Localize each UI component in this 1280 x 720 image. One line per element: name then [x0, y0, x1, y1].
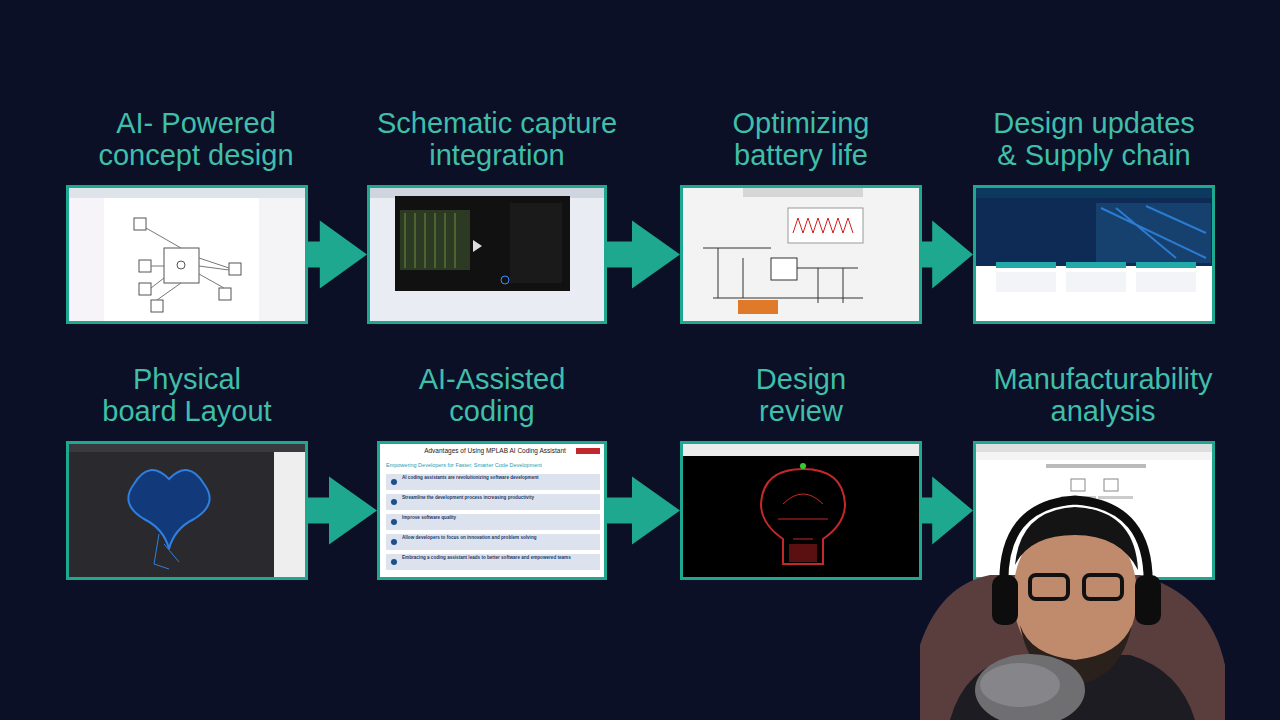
presenter-webcam: [880, 495, 1260, 720]
screenshot-step: Optimizing battery life: [680, 107, 922, 324]
screenshot-frame: [367, 185, 607, 324]
screenshot-frame: [680, 441, 922, 580]
glasses-left: [1030, 575, 1068, 599]
slide-text: Improve software quality: [402, 515, 598, 521]
microphone-foam: [980, 663, 1060, 707]
screenshot-step: Physical board Layout: [66, 363, 308, 580]
screenshot-art: [976, 188, 1212, 321]
step-heading: Physical board Layout: [92, 363, 282, 427]
slide-text: AI coding assistants are revolutionizing…: [402, 475, 598, 481]
microphone-foam: [975, 654, 1085, 720]
screenshot-frame: [973, 185, 1215, 324]
screenshot-step: AI- Powered concept design: [66, 107, 308, 324]
screenshot-step: AI-Assisted codingAdvantages of Using MP…: [377, 363, 607, 580]
screenshot-frame: [680, 185, 922, 324]
slide-text: Allow developers to focus on innovation …: [402, 535, 598, 541]
screenshot-step: Schematic capture integration: [367, 107, 607, 324]
step-heading: AI-Assisted coding: [397, 363, 587, 427]
screenshot-step: Design review: [680, 363, 922, 580]
step-heading: Design review: [726, 363, 876, 427]
screenshot-art: [69, 444, 305, 577]
slide-text: Empowering Developers for Faster, Smarte…: [386, 462, 600, 469]
flow-arrow: [308, 221, 367, 289]
headset-band: [1004, 500, 1148, 590]
screenshot-step: Design updates & Supply chain: [973, 107, 1215, 324]
slide-text: Embracing a coding assistant leads to be…: [402, 555, 598, 561]
flow-arrow: [607, 477, 680, 545]
step-heading: Optimizing battery life: [691, 107, 911, 171]
flow-arrow: [607, 221, 680, 289]
screenshot-frame: [66, 441, 308, 580]
slide-text: Advantages of Using MPLAB AI Coding Assi…: [420, 447, 570, 455]
screenshot-art: [683, 444, 919, 577]
step-heading: AI- Powered concept design: [66, 107, 326, 171]
glasses-right: [1084, 575, 1122, 599]
flow-arrow: [922, 477, 973, 545]
flow-arrow: [922, 221, 973, 289]
step-heading: Manufacturability analysis: [973, 363, 1233, 427]
headset-ear: [1135, 575, 1161, 625]
screenshot-frame: Advantages of Using MPLAB AI Coding Assi…: [377, 441, 607, 580]
step-heading: Schematic capture integration: [367, 107, 627, 171]
screenshot-frame: [66, 185, 308, 324]
step-heading: Design updates & Supply chain: [983, 107, 1205, 171]
flow-arrow: [308, 477, 377, 545]
screenshot-art: [69, 188, 305, 321]
headset-ear: [992, 575, 1018, 625]
screenshot-art: [370, 188, 604, 321]
slide-text: Streamline the development process incre…: [402, 495, 598, 501]
screenshot-art: [683, 188, 919, 321]
